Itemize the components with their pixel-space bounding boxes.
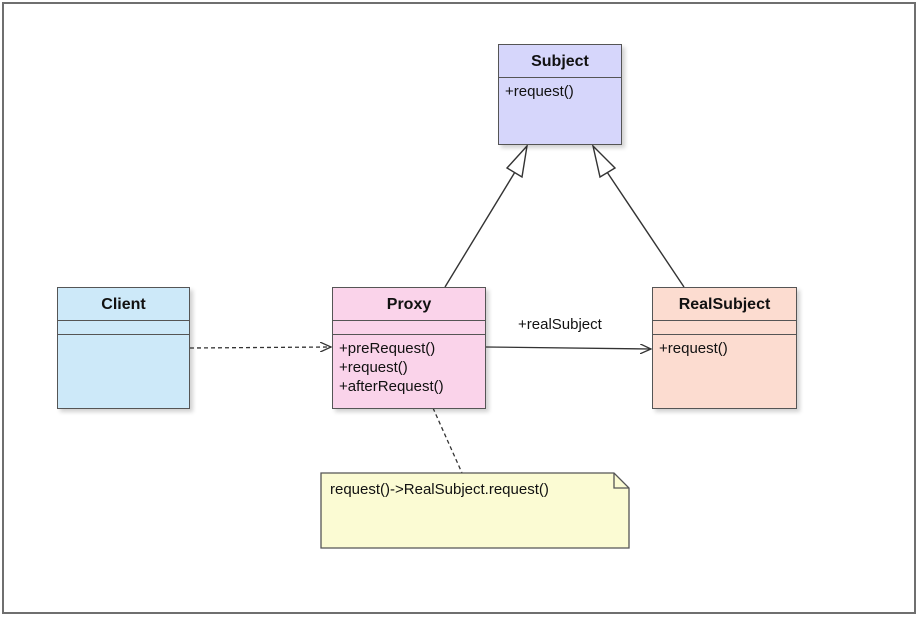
note-anchor-line [432,407,463,474]
client-operations [58,335,189,339]
subject-operation: +request() [505,83,574,100]
realsubject-operation: +request() [659,340,728,357]
proxy-attributes [333,321,485,335]
realsubject-attributes [653,321,796,335]
proxy-operation-request: +request() [339,359,408,376]
proxy-operation-afterrequest: +afterRequest() [339,378,444,395]
client-class-name: Client [58,288,189,321]
client-dependency-line [189,347,331,348]
proxy-class[interactable]: Proxy +preRequest() +request() +afterReq… [332,287,486,409]
realsubject-operations: +request() [653,335,796,358]
client-attributes [58,321,189,335]
realsubject-association-line [485,347,651,349]
proxy-operation-prerequest: +preRequest() [339,340,436,357]
realsubject-class-name: RealSubject [653,288,796,321]
proxy-generalization-line [444,171,516,288]
note-fold [613,473,629,489]
subject-operations: +request() [499,78,621,101]
note-text: request()->RealSubject.request() [330,481,549,498]
proxy-class-name: Proxy [333,288,485,321]
subject-class[interactable]: Subject +request() [498,44,622,145]
realsubject-class[interactable]: RealSubject +request() [652,287,797,409]
client-class[interactable]: Client [57,287,190,409]
realsubject-generalization-arrowhead [591,143,617,179]
proxy-operations: +preRequest() +request() +afterRequest() [333,335,485,396]
proxy-generalization-arrowhead [505,143,529,179]
subject-class-name: Subject [499,45,621,78]
realsubject-generalization-line [606,171,685,288]
association-label: +realSubject [518,316,602,333]
note-shape [320,472,630,549]
